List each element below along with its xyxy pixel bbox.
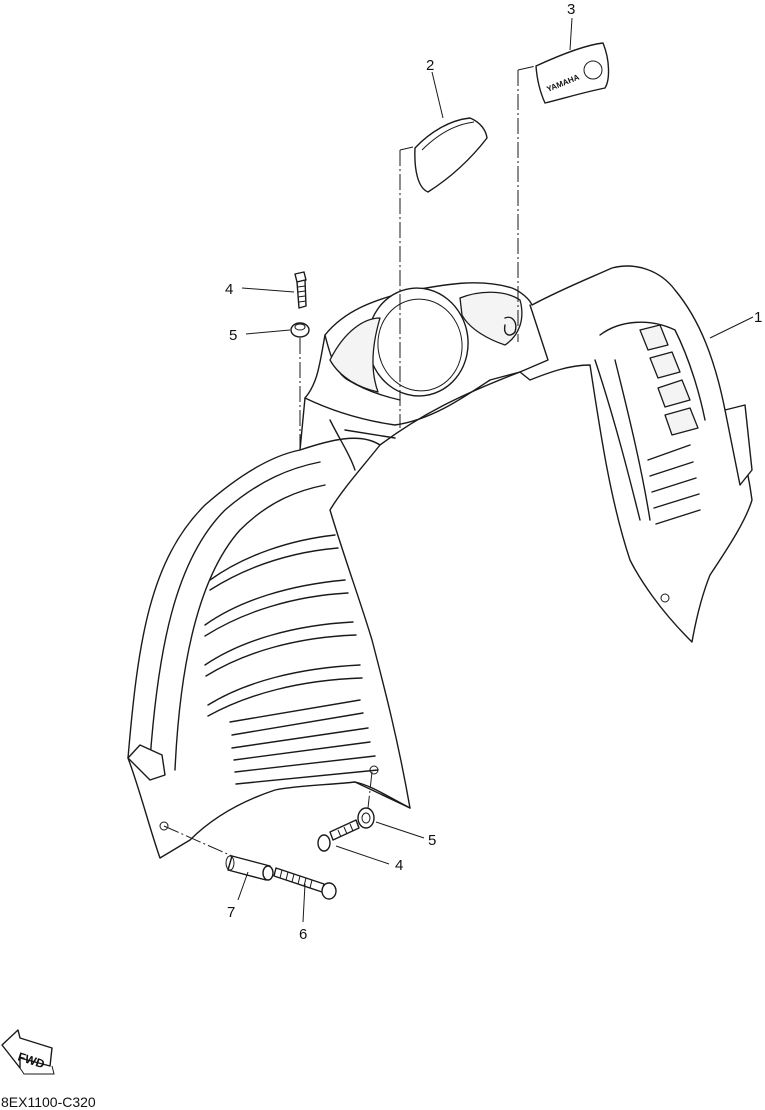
- callout-7: 7: [227, 904, 235, 921]
- part-5-nut-top: [290, 322, 310, 338]
- drawing-code: 8EX1100-C320: [1, 1094, 96, 1110]
- callout-4-top: 4: [225, 281, 233, 298]
- part-4-screw-bottom: [317, 819, 360, 852]
- callout-5-top: 5: [229, 327, 237, 344]
- part-1-cowling: [127, 265, 753, 859]
- callout-4-bottom: 4: [395, 857, 403, 874]
- part-2-cover: [414, 117, 488, 193]
- callout-1: 1: [754, 309, 762, 326]
- callout-2: 2: [426, 57, 434, 74]
- callout-5-bottom: 5: [428, 832, 436, 849]
- part-5-collar-bottom: [357, 807, 375, 829]
- part-3-decal: YAMAHA: [535, 42, 610, 104]
- callout-3: 3: [567, 1, 575, 18]
- callout-6: 6: [299, 926, 307, 943]
- part-6-bolt: [273, 867, 337, 900]
- part-4-screw-top: [294, 271, 307, 309]
- part-7-spacer: [225, 855, 274, 881]
- assembly-lines: [163, 65, 537, 857]
- callouts: 1 2 3 4 5 4 5 6 7: [225, 1, 762, 943]
- fwd-arrow-icon: FWD: [1, 1029, 55, 1075]
- leader-lines: [237, 17, 754, 923]
